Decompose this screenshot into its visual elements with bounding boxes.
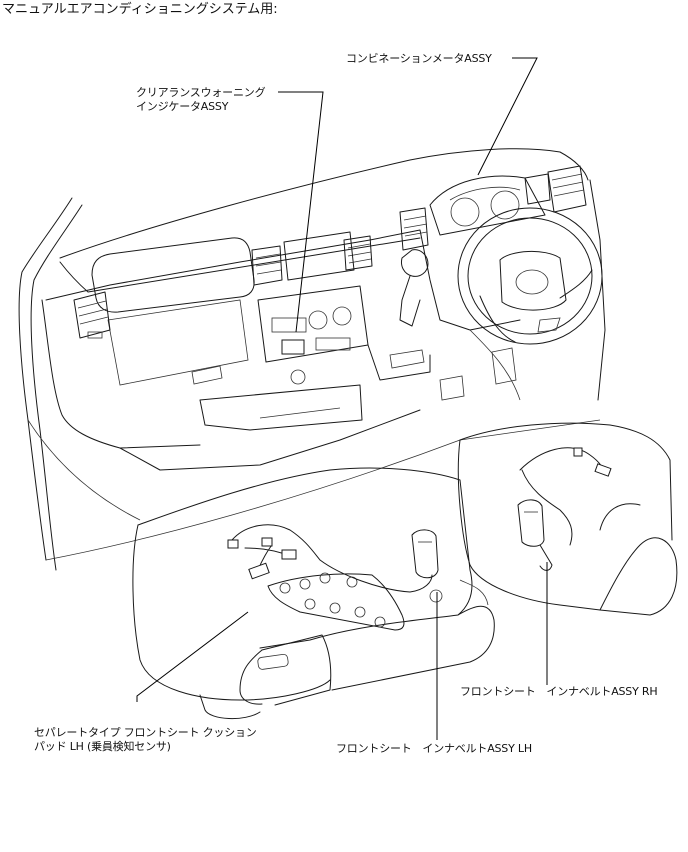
label-combination-meter: コンビネーションメータASSY bbox=[346, 52, 492, 65]
diagram-title: マニュアルエアコンディショニングシステム用: bbox=[2, 2, 278, 17]
left-door-outline bbox=[18, 197, 141, 571]
label-clearance-warning-line1: クリアランスウォーニング bbox=[136, 86, 266, 99]
label-seat-pad-line1: セパレートタイプ フロントシート クッション bbox=[34, 726, 257, 739]
label-seat-pad-line2: パッド LH (乗員検知センサ) bbox=[34, 740, 171, 753]
steering-wheel bbox=[457, 207, 603, 345]
left-seat-cushion bbox=[132, 467, 495, 720]
label-clearance-warning-line2: インジケータASSY bbox=[136, 100, 229, 113]
right-seat-cushion bbox=[457, 422, 678, 616]
pedals bbox=[439, 347, 517, 401]
label-belt-rh: フロントシート インナベルトASSY RH bbox=[460, 685, 658, 698]
leader-lines bbox=[136, 57, 548, 740]
label-belt-lh: フロントシート インナベルトASSY LH bbox=[336, 742, 532, 755]
